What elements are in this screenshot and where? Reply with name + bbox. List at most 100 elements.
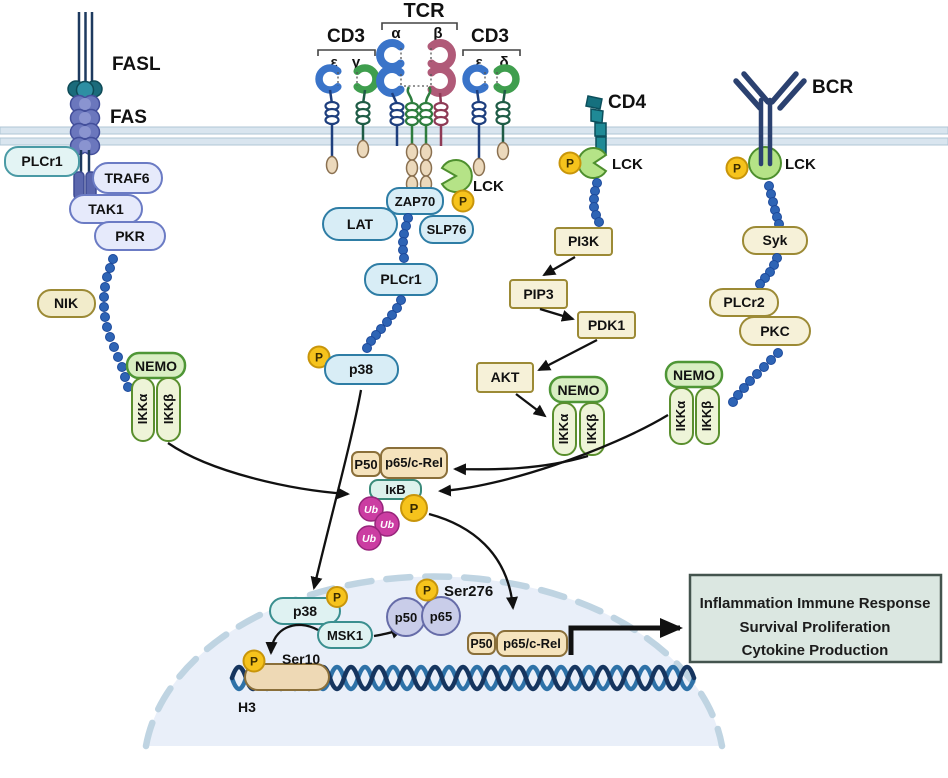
output-line-2: Survival Proliferation <box>740 619 891 636</box>
tcr-alpha-label: α <box>391 25 401 42</box>
transcription-arrow <box>568 618 683 655</box>
plcr1-p38-bead-chain <box>362 295 406 353</box>
ubiquitin-chain: Ub Ub Ub <box>356 496 400 551</box>
phospho-circle-bcr-lck <box>725 156 749 180</box>
p38-nuclear-label: p38 <box>293 603 317 619</box>
cd4-label: CD4 <box>608 92 646 113</box>
p65-circle <box>421 596 461 636</box>
fas-bead-stalk <box>69 94 101 156</box>
lck-enzyme-bcr <box>748 146 782 180</box>
syk-label: Syk <box>763 232 788 248</box>
akt-label: AKT <box>491 369 520 385</box>
h3-histone <box>244 663 330 691</box>
cd3-left-bracket <box>317 49 376 56</box>
pathway-arrows <box>167 389 669 610</box>
phospho-circle-tcr-lck <box>451 189 475 213</box>
output-line-1: Inflammation Immune Response <box>700 595 931 612</box>
nemo-label-mid: NEMO <box>558 382 600 398</box>
arrow-msk1-to-ser10 <box>265 623 319 655</box>
p65-circle-label: p65 <box>430 609 452 624</box>
phospho-circle-ser10 <box>242 649 266 673</box>
ikka-label-mid: IKKα <box>556 414 571 444</box>
syk-plcr2-bead-chain <box>755 253 782 289</box>
arrow-right-ikk-to-ikb <box>438 414 669 497</box>
svg-text:P: P <box>733 162 741 176</box>
pkc-box <box>739 316 811 346</box>
arrow-p38-to-nucleus <box>310 389 363 590</box>
pkr-label: PKR <box>115 228 145 244</box>
cd3-right-label: CD3 <box>471 26 509 47</box>
svg-text:P: P <box>315 351 323 365</box>
ikb-label: IκB <box>385 482 405 497</box>
pkc-ikk-bead-chain <box>728 348 783 407</box>
plasma-membrane <box>0 126 948 146</box>
msk1-box <box>317 621 373 649</box>
fas-receptor: FASL FAS <box>67 12 161 200</box>
p50-dna-label: P50 <box>470 637 492 651</box>
lck-enzyme-tcr <box>440 159 473 193</box>
svg-text:P: P <box>566 157 574 171</box>
nemo-label-right: NEMO <box>673 367 715 383</box>
phospho-circle-p38 <box>307 345 331 369</box>
output-box: Inflammation Immune Response Survival Pr… <box>688 573 943 664</box>
p38-box <box>324 354 399 385</box>
cd3-epsilon-right-label: ε <box>475 54 482 71</box>
zap70-plcr1-bead-chain <box>398 213 413 263</box>
lat-box <box>322 207 398 241</box>
cd3-epsilon-left-label: ε <box>330 54 337 71</box>
traf6-label: TRAF6 <box>104 170 149 186</box>
p50-dna-box <box>467 632 496 655</box>
nfkb-complex: P50 p65/c-Rel IκB P Ub Ub Ub <box>351 447 448 551</box>
svg-text:Ub: Ub <box>364 504 379 516</box>
lat-label: LAT <box>347 216 374 232</box>
svg-text:Ub: Ub <box>362 533 377 545</box>
p38-label: p38 <box>349 361 373 377</box>
pip3-box <box>509 279 568 309</box>
ig-domains <box>315 39 520 97</box>
fas-label: FAS <box>110 107 147 128</box>
tm-coils <box>324 86 511 127</box>
cd3-delta-label: δ <box>499 54 508 71</box>
pi3k-box <box>554 227 613 256</box>
ser276-label: Ser276 <box>444 583 493 600</box>
cd4-pathway: CD4 LCK P PI3K PIP3 PDK1 AKT <box>476 92 646 418</box>
zap70-label: ZAP70 <box>395 194 435 209</box>
bcr-pathway: BCR LCK P Syk PLCr2 PKC <box>709 71 853 407</box>
pkr-ikk-bead-chain <box>99 254 133 392</box>
svg-text:P: P <box>333 591 341 605</box>
h3-label: H3 <box>238 699 256 715</box>
plcr2-label: PLCr2 <box>723 294 764 310</box>
tcr-beta-label: β <box>433 25 442 42</box>
svg-text:P: P <box>459 195 467 209</box>
plcr2-box <box>709 288 779 317</box>
ikkb-label-mid: IKKβ <box>584 414 599 444</box>
cd3-right-bracket <box>462 49 521 56</box>
slp76-label: SLP76 <box>427 222 467 237</box>
ikkb-label: IKKβ <box>161 394 176 424</box>
cd3-gamma-label: γ <box>352 54 361 71</box>
ikb-box <box>369 479 422 500</box>
p65-crel-label: p65/c-Rel <box>385 455 443 470</box>
arrow-left-ikk-to-ikb <box>167 442 350 500</box>
phospho-circle-ser276 <box>415 578 439 602</box>
plcr1-left-label: PLCr1 <box>21 153 62 169</box>
pkc-label: PKC <box>760 323 790 339</box>
tcr-label: TCR <box>403 0 445 22</box>
arrow-mid-ikk-to-p65 <box>453 454 589 476</box>
p50-circle-label: p50 <box>395 610 417 625</box>
phospho-circle-cd4-lck <box>558 151 582 175</box>
ikk-complex-middle: NEMO IKKα IKKβ <box>548 375 609 456</box>
plcr1-mid-label: PLCr1 <box>380 271 421 287</box>
lck-label-bcr: LCK <box>785 156 816 173</box>
lck-enzyme-cd4 <box>577 147 608 179</box>
pip3-label: PIP3 <box>523 286 554 302</box>
nemo-label: NEMO <box>135 358 177 374</box>
tcr-bracket <box>381 22 458 30</box>
svg-text:Ub: Ub <box>380 519 395 531</box>
tcr-cd3-complex: TCR CD3 CD3 α β ε γ ε δ <box>315 0 521 193</box>
p65-dna-box <box>496 630 568 657</box>
svg-text:P: P <box>410 501 419 516</box>
zeta-hook-left <box>406 86 414 104</box>
